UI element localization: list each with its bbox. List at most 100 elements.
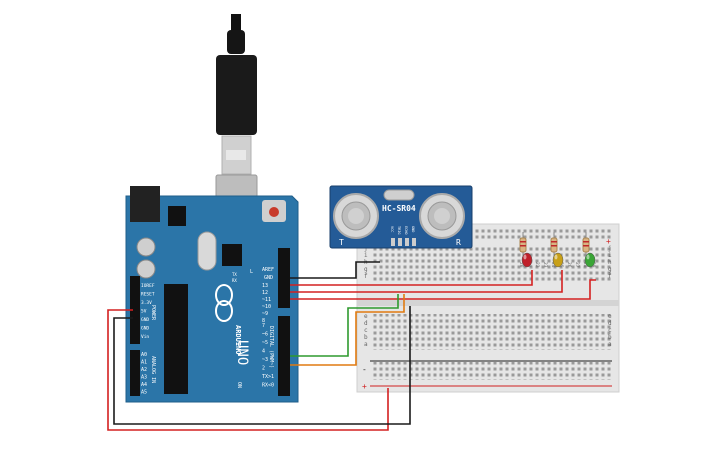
digital-pin-label: ~11 <box>262 297 271 303</box>
wire-echo-orange <box>290 294 405 366</box>
analog-pin-label: A4 <box>141 382 147 388</box>
sensor-pin-label: GND <box>411 226 415 232</box>
led-group <box>519 232 596 268</box>
analog-pin-label: A5 <box>141 390 147 396</box>
wire-trig-green <box>290 294 399 357</box>
label-digital: DIGITAL (PWM~) <box>268 326 274 368</box>
usb-cable <box>215 14 258 220</box>
digital-pin-label: 12 <box>262 290 268 296</box>
sensor-pin-label: VCC <box>390 226 394 232</box>
wire-pin12-red <box>290 270 563 293</box>
transducer-right <box>419 193 465 239</box>
breadboard-row-letter: j <box>608 245 612 252</box>
breadboard-row-letter: a <box>364 341 368 348</box>
wire-pin11-red <box>290 279 596 300</box>
digital-pin-label: 13 <box>262 283 268 289</box>
breadboard-row-letter: g <box>608 266 612 273</box>
sensor-mark-t: T <box>339 238 344 247</box>
power-pin-label: 3.3V <box>141 300 152 306</box>
transducer-left <box>333 193 379 239</box>
label-on: ON <box>236 382 242 388</box>
resistor-band <box>520 245 526 247</box>
breadboard-row-letter: d <box>364 320 368 327</box>
label-l: L <box>250 269 253 275</box>
digital-pin-label: 2 <box>262 366 265 372</box>
sensor-pin-label: TRIG <box>397 226 401 234</box>
resistor-band <box>583 245 589 247</box>
digital-pin-label: 7 <box>262 323 265 329</box>
led-red <box>521 252 533 268</box>
led-green <box>584 252 596 268</box>
digital-pin-label: ~9 <box>262 311 268 317</box>
resistor-band <box>583 241 589 243</box>
label-gnd: GND <box>264 275 273 281</box>
sensor-mark-r: R <box>456 238 461 247</box>
breadboard-row-letter: h <box>608 259 612 266</box>
breadboard-column-number: 20 <box>518 262 524 268</box>
breadboard-column-number: 23 <box>542 262 548 268</box>
breadboard-row-letter: d <box>608 320 612 327</box>
label-aref: AREF <box>262 267 274 273</box>
arduino-model: UNO <box>234 340 250 365</box>
breadboard-column-number: 26 <box>566 262 572 268</box>
analog-pin-label: A0 <box>141 352 147 358</box>
digital-pin-label: RX<0 <box>262 383 274 389</box>
arduino-logo-icon <box>215 284 233 322</box>
power-pin-label: GND <box>141 326 149 332</box>
wire-5v-red <box>107 309 389 431</box>
analog-pin-label: A1 <box>141 360 147 366</box>
resistor-band <box>551 245 557 247</box>
led-highlight <box>554 254 558 260</box>
led-highlight <box>523 254 527 260</box>
breadboard-column-number: 27 <box>574 262 580 268</box>
breadboard-row-letter: b <box>608 334 612 341</box>
wire-gnd-black-bottom <box>113 306 411 425</box>
breadboard-row-letter: f <box>364 273 368 280</box>
rail-plus-label-right: + <box>606 237 611 246</box>
breadboard-row-letter: g <box>364 266 368 273</box>
analog-pin-label: A3 <box>141 375 147 381</box>
wires <box>107 261 596 431</box>
power-pin-label: 5V <box>141 309 147 315</box>
sensor-name: HC-SR04 <box>382 204 416 213</box>
breadboard-row-letter: i <box>364 252 368 259</box>
digital-pin-label: ~3 <box>262 357 268 363</box>
label-tx: TX <box>232 272 237 277</box>
label-power: POWER <box>150 305 156 321</box>
breadboard-row-letter: b <box>364 334 368 341</box>
led-highlight <box>586 254 590 260</box>
breadboard-row-letter: a <box>608 341 612 348</box>
digital-pin-label: 4 <box>262 349 265 355</box>
digital-pin-label: 8 <box>262 318 265 324</box>
digital-pin-label: TX>1 <box>262 374 274 380</box>
analog-pin-label: A2 <box>141 367 147 373</box>
rail-minus-label: - <box>362 365 367 374</box>
sensor-pin-label: ECHO <box>404 226 408 234</box>
rail-plus-label: + <box>362 382 367 391</box>
power-pin-label: IOREF <box>141 283 155 289</box>
digital-pin-label: ~10 <box>262 304 271 310</box>
led-yellow <box>552 252 564 268</box>
label-analog: ANALOG IN <box>150 356 156 383</box>
resistor-band <box>551 241 557 243</box>
digital-pin-label: ~6 <box>262 332 268 338</box>
power-pin-label: RESET <box>141 292 155 298</box>
breadboard-row-letter: f <box>608 273 612 280</box>
breadboard-row-letter: e <box>608 313 612 320</box>
wire-pin13-red <box>290 270 533 286</box>
power-pin-label: GND <box>141 317 149 323</box>
breadboard-column-number: 22 <box>534 262 540 268</box>
arduino-brand: ARDUINO <box>234 325 242 355</box>
breadboard-column-number: 28 <box>582 262 588 268</box>
breadboard-row-letter: i <box>608 252 612 259</box>
wire-gnd-black <box>290 261 380 279</box>
label-rx: RX <box>232 278 237 283</box>
breadboard-column-number: 24 <box>550 262 556 268</box>
breadboard-row-letter: e <box>364 313 368 320</box>
